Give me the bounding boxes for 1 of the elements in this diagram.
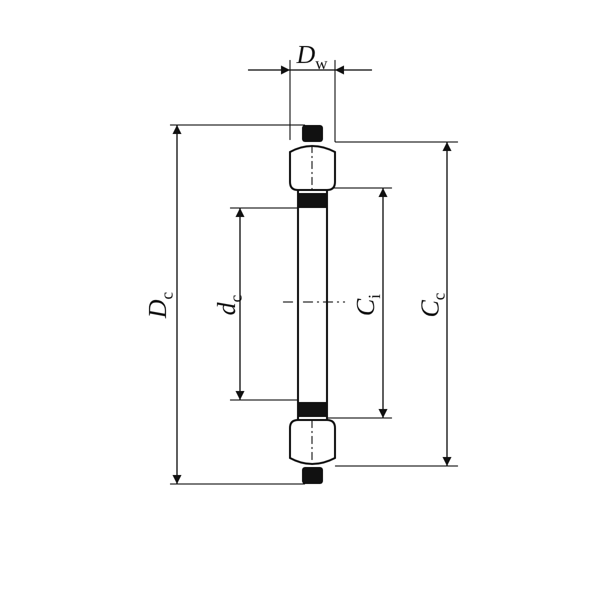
dimension-label: D$_{w}$ [296, 42, 328, 72]
